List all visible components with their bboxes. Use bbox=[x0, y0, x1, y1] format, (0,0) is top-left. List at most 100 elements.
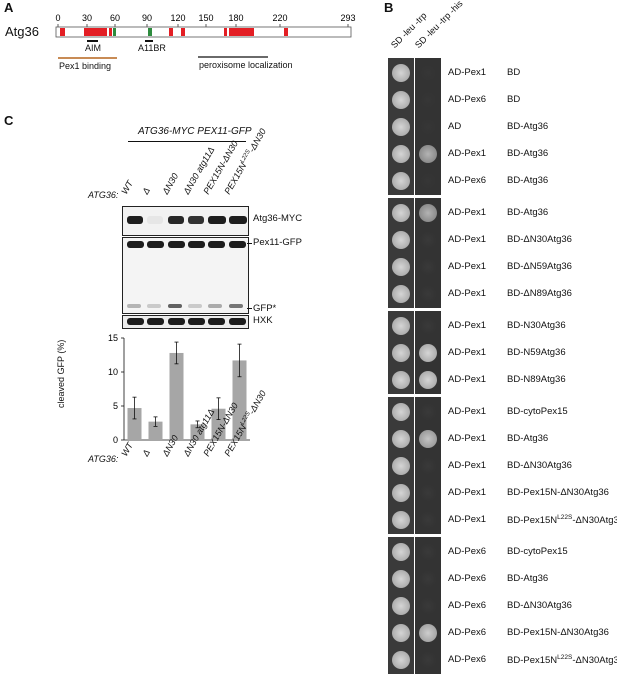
bd-construct-label: BD-ΔN30Atg36 bbox=[507, 599, 572, 611]
plate-group bbox=[388, 58, 441, 195]
blot-band bbox=[147, 241, 165, 248]
blot-band bbox=[127, 216, 143, 224]
bd-construct-label: BD-Pex15NL22S-ΔN30Atg36 bbox=[507, 653, 617, 666]
ad-construct-label: AD-Pex6 bbox=[448, 93, 487, 105]
y-tick-label: 0 bbox=[113, 435, 118, 445]
red-domain bbox=[181, 28, 185, 36]
yeast-spot-control bbox=[392, 429, 410, 448]
yeast-spot-selective bbox=[419, 230, 437, 249]
plate-group bbox=[388, 198, 441, 308]
yeast-spot-selective bbox=[419, 650, 437, 669]
bar bbox=[127, 408, 142, 440]
bar bbox=[232, 360, 247, 440]
tick-label: 180 bbox=[228, 13, 243, 23]
ad-construct-label: AD-Pex1 bbox=[448, 66, 487, 78]
peroxisome-label: peroxisome localization bbox=[199, 60, 293, 70]
yeast-spot-selective bbox=[419, 569, 437, 588]
yeast-spot-control bbox=[392, 90, 410, 109]
bd-construct-label: BD-N30Atg36 bbox=[507, 319, 566, 331]
yeast-spot-control bbox=[392, 316, 410, 335]
ad-construct-label: AD-Pex1 bbox=[448, 147, 487, 159]
plate-group bbox=[388, 537, 441, 674]
tick-label: 90 bbox=[142, 13, 152, 23]
panel-a-letter: A bbox=[4, 0, 14, 15]
ad-construct-label: AD-Pex1 bbox=[448, 459, 487, 471]
red-domain bbox=[284, 28, 288, 36]
ad-construct-label: AD-Pex6 bbox=[448, 626, 487, 638]
red-domain bbox=[224, 28, 227, 36]
bd-construct-label: BD-Atg36 bbox=[507, 120, 549, 132]
tick-label: 293 bbox=[340, 13, 355, 23]
yeast-spot-control bbox=[392, 230, 410, 249]
bd-construct-label: BD-cytoPex15 bbox=[507, 545, 568, 557]
yeast-spot-selective bbox=[419, 144, 437, 163]
yeast-spot-selective bbox=[419, 623, 437, 642]
yeast-spot-selective bbox=[419, 171, 437, 190]
strain-header: ATG36-MYC PEX11-GFP bbox=[138, 126, 252, 137]
ad-construct-label: AD-Pex1 bbox=[448, 206, 487, 218]
lane-label: ΔN30 bbox=[160, 171, 181, 196]
chart-ylabel: cleaved GFP (%) bbox=[56, 339, 66, 408]
ad-construct-label: AD-Pex1 bbox=[448, 346, 487, 358]
ad-construct-label: AD-Pex1 bbox=[448, 260, 487, 272]
red-domain bbox=[84, 28, 104, 36]
atg36-bar bbox=[55, 26, 352, 38]
ad-construct-label: AD-Pex1 bbox=[448, 432, 487, 444]
blot-band bbox=[127, 304, 141, 308]
ad-construct-label: AD-Pex1 bbox=[448, 405, 487, 417]
yeast-spot-selective bbox=[419, 90, 437, 109]
blot-hxk bbox=[122, 315, 249, 329]
green-domain bbox=[148, 28, 152, 36]
tick-label: 150 bbox=[198, 13, 213, 23]
a11br-label: A11BR bbox=[138, 43, 166, 53]
bd-construct-label: BD-ΔN30Atg36 bbox=[507, 233, 572, 245]
bd-construct-label: BD-Atg36 bbox=[507, 174, 549, 186]
blot-band bbox=[208, 318, 226, 325]
plate-group bbox=[388, 311, 441, 394]
ad-construct-label: AD-Pex1 bbox=[448, 287, 487, 299]
blot-band bbox=[187, 318, 205, 325]
bd-construct-label: BD-cytoPex15 bbox=[507, 405, 568, 417]
y-tick-label: 15 bbox=[108, 333, 118, 343]
blot-atg36-myc bbox=[122, 206, 249, 236]
yeast-spot-control bbox=[392, 510, 410, 529]
bar bbox=[169, 352, 184, 440]
ad-construct-label: AD-Pex1 bbox=[448, 373, 487, 385]
y-tick-label: 5 bbox=[113, 401, 118, 411]
panel-b-letter: B bbox=[384, 0, 394, 15]
hxk-label: HXK bbox=[253, 315, 273, 326]
blot-band bbox=[167, 304, 182, 308]
yeast-spot-selective bbox=[419, 370, 437, 389]
blot-band bbox=[187, 241, 205, 248]
yeast-spot-selective bbox=[419, 429, 437, 448]
yeast-spot-control bbox=[392, 171, 410, 190]
bd-construct-label: BD-Pex15N-ΔN30Atg36 bbox=[507, 626, 609, 638]
blot-band bbox=[167, 241, 185, 248]
yeast-spot-selective bbox=[419, 257, 437, 276]
bd-construct-label: BD-Pex15N-ΔN30Atg36 bbox=[507, 486, 609, 498]
bd-construct-label: BD-N89Atg36 bbox=[507, 373, 566, 385]
bd-construct-label: BD-ΔN59Atg36 bbox=[507, 260, 572, 272]
yeast-spot-selective bbox=[419, 542, 437, 561]
bar bbox=[211, 408, 226, 440]
tick-label: 60 bbox=[110, 13, 120, 23]
pex11-gfp-label: Pex11-GFP bbox=[253, 237, 302, 248]
ad-construct-label: AD bbox=[448, 120, 462, 132]
red-domain bbox=[60, 28, 65, 36]
plate-group bbox=[388, 397, 441, 534]
bd-construct-label: BD-Atg36 bbox=[507, 206, 549, 218]
ad-construct-label: AD-Pex6 bbox=[448, 174, 487, 186]
blot-band bbox=[147, 216, 164, 224]
yeast-spot-selective bbox=[419, 284, 437, 303]
yeast-spot-selective bbox=[419, 402, 437, 421]
gfp-star-label: GFP* bbox=[253, 303, 277, 314]
yeast-spot-control bbox=[392, 284, 410, 303]
yeast-spot-control bbox=[392, 343, 410, 362]
red-domain bbox=[229, 28, 254, 36]
yeast-spot-selective bbox=[419, 510, 437, 529]
yeast-spot-control bbox=[392, 63, 410, 82]
ad-construct-label: AD-Pex1 bbox=[448, 319, 487, 331]
bd-construct-label: BD-Atg36 bbox=[507, 147, 549, 159]
